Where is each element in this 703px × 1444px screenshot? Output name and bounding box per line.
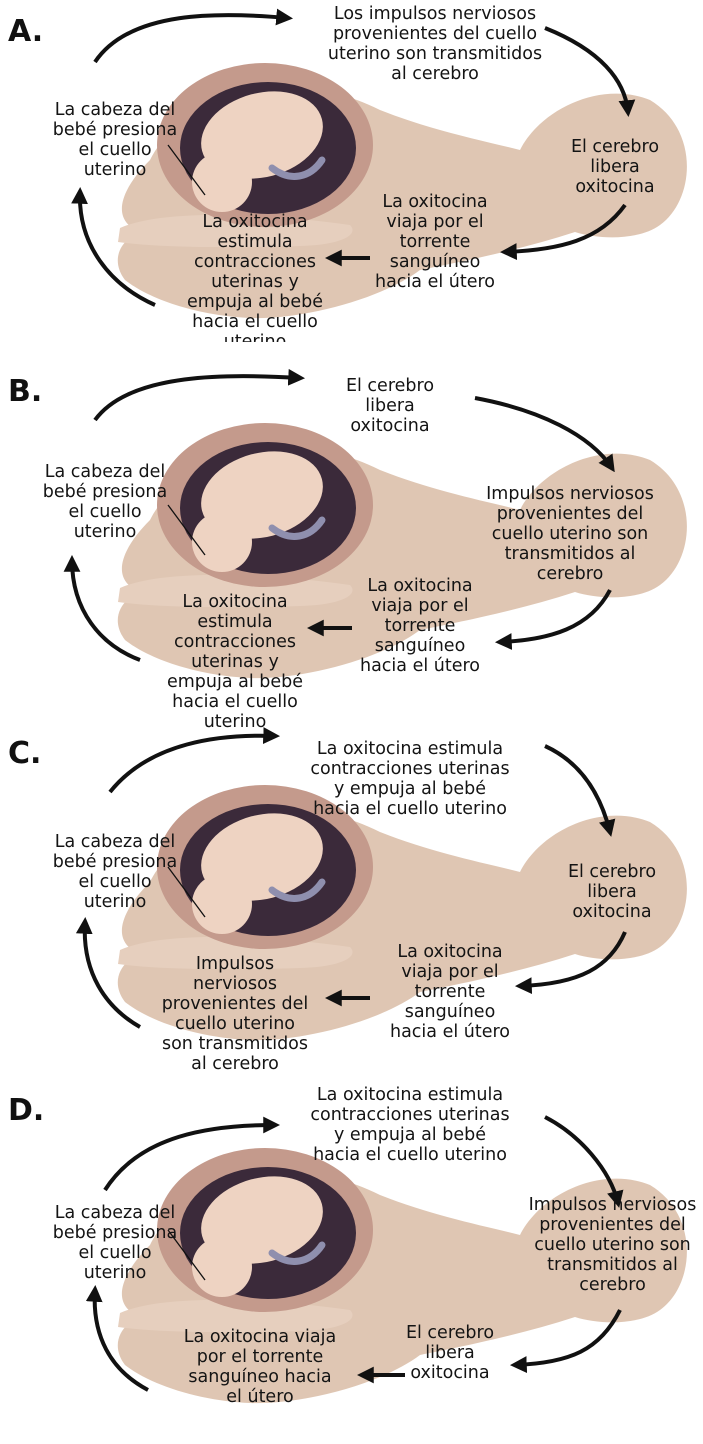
baby-head bbox=[192, 152, 252, 212]
panel-letter: D. bbox=[8, 1093, 44, 1128]
baby-head bbox=[192, 512, 252, 572]
label-bottom-left: La oxitocina estimula contracciones uter… bbox=[145, 592, 325, 732]
baby-head bbox=[192, 1237, 252, 1297]
panel-a: A. Los impulsos nerviosos provenientes d… bbox=[0, 0, 703, 355]
panel-letter: C. bbox=[8, 736, 41, 771]
label-left: La cabeza del bebé presiona el cuello ut… bbox=[35, 1203, 195, 1283]
label-top: El cerebro libera oxitocina bbox=[310, 376, 470, 436]
label-top: La oxitocina estimula contracciones uter… bbox=[285, 739, 535, 819]
label-head: Impulsos nerviosos provenientes del cuel… bbox=[520, 1195, 703, 1295]
baby-head bbox=[192, 874, 252, 934]
panel-d: D. La oxitocina estimula contracciones u… bbox=[0, 1085, 703, 1440]
label-head: Impulsos nerviosos provenientes del cuel… bbox=[470, 484, 670, 584]
label-bottom-left: La oxitocina viaja por el torrente sangu… bbox=[165, 1327, 355, 1407]
label-left: La cabeza del bebé presiona el cuello ut… bbox=[40, 100, 190, 180]
label-top: Los impulsos nerviosos provenientes del … bbox=[290, 4, 580, 84]
label-top: La oxitocina estimula contracciones uter… bbox=[285, 1085, 535, 1165]
label-head: El cerebro libera oxitocina bbox=[540, 137, 690, 197]
panel-b: B. El cerebro libera oxitocina Impulsos … bbox=[0, 360, 703, 715]
label-bottom-right: La oxitocina viaja por el torrente sangu… bbox=[370, 942, 530, 1042]
cycle-arrow-top-1 bbox=[95, 15, 288, 62]
label-bottom-left: Impulsos nerviosos provenientes del cuel… bbox=[145, 954, 325, 1074]
label-left: La cabeza del bebé presiona el cuello ut… bbox=[25, 462, 185, 542]
panel-letter: A. bbox=[8, 14, 43, 49]
label-bottom-right: La oxitocina viaja por el torrente sangu… bbox=[340, 576, 500, 676]
panel-letter: B. bbox=[8, 374, 42, 409]
label-bottom-left: La oxitocina estimula contracciones uter… bbox=[165, 212, 345, 342]
cycle-arrow-top-1 bbox=[95, 376, 300, 420]
panel-c: C. La oxitocina estimula contracciones u… bbox=[0, 722, 703, 1077]
label-head: El cerebro libera oxitocina bbox=[532, 862, 692, 922]
label-left: La cabeza del bebé presiona el cuello ut… bbox=[35, 832, 195, 912]
cycle-arrow-top-1 bbox=[110, 736, 275, 792]
label-bottom-right: El cerebro libera oxitocina bbox=[380, 1323, 520, 1383]
label-bottom-right: La oxitocina viaja por el torrente sangu… bbox=[355, 192, 515, 292]
